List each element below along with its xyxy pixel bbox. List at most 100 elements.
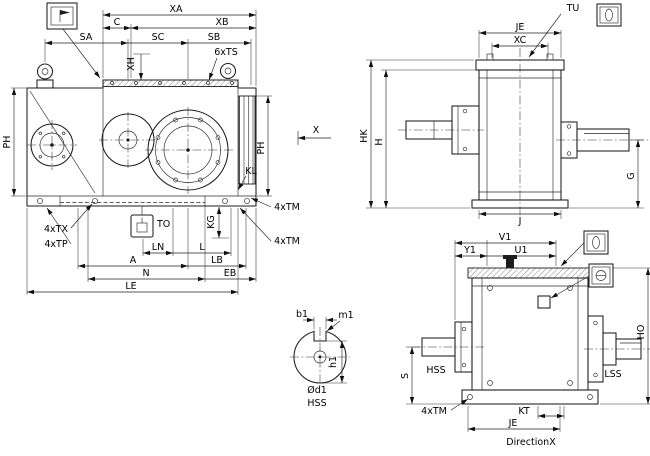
dim-lb: LB	[188, 255, 246, 269]
front-view-housing	[26, 62, 257, 238]
dim-label-kt: KT	[518, 406, 529, 417]
callout-kl: KL	[237, 166, 257, 191]
dim-label-m1: m1	[338, 310, 353, 321]
dim-label-ph-right: PH	[256, 142, 267, 155]
callout-4xtp: 4xTP	[44, 207, 72, 250]
dim-v1: V1	[455, 232, 556, 246]
callout-label-4xtx: 4xTX	[44, 224, 68, 235]
output-view-hss-shaft	[412, 321, 484, 373]
side-view-extension-lines	[366, 30, 644, 219]
dim-y1: Y1	[455, 245, 487, 259]
callout-label-4xtm-upper: 4xTM	[274, 202, 300, 213]
dim-le: LE	[27, 281, 238, 295]
dim-xc: XC	[492, 35, 548, 49]
callout-4xtx: 4xTX	[44, 203, 93, 235]
dim-label-d1: Ød1	[307, 385, 327, 396]
callout-label-4xtp: 4xTP	[44, 239, 67, 250]
dim-label-a: A	[130, 255, 137, 266]
dim-h: H	[374, 70, 389, 208]
dim-label-g: G	[626, 172, 637, 179]
dim-label-l: L	[199, 242, 205, 253]
shaft-end-detail: b1 m1 h1 Ød1 HSS	[290, 309, 354, 409]
top-flange-hatch	[102, 79, 239, 87]
dim-label-xc: XC	[514, 35, 527, 46]
dim-xb: XB	[131, 17, 256, 31]
dim-label-sb: SB	[208, 32, 221, 43]
front-view-extension-lines	[11, 10, 272, 295]
dim-s: S	[400, 347, 415, 404]
oil-sight-glass-symbol-box	[560, 230, 609, 267]
dim-label-sc: SC	[152, 32, 165, 43]
view-label-x: X	[313, 125, 320, 136]
dim-u1: U1	[487, 245, 556, 259]
dim-label-c: C	[114, 17, 121, 28]
shaft-label-hss: HSS	[426, 365, 445, 376]
dim-label-xa: XA	[169, 4, 183, 15]
foot-holes	[37, 198, 250, 204]
dim-label-j: J	[518, 216, 522, 227]
dim-j: J	[479, 211, 561, 227]
dim-label-y1: Y1	[463, 245, 476, 256]
housing-rib	[29, 90, 96, 194]
dim-label-lb: LB	[211, 255, 223, 266]
breather-symbol-box	[528, 3, 622, 58]
dim-label-kl: KL	[245, 166, 257, 177]
breather-stud	[503, 255, 517, 268]
callout-4xtm-output: 4xTM	[421, 398, 469, 417]
flag-symbol-box	[46, 2, 101, 79]
callout-label-4xtm-lower: 4xTM	[274, 236, 300, 247]
flange-holes-6xTS	[110, 81, 234, 85]
dim-label-u1: U1	[515, 245, 528, 256]
left-eyebolt	[36, 63, 54, 89]
callout-label-6xts: 6xTS	[214, 47, 238, 58]
breather-icon	[605, 8, 613, 22]
dim-label-le: LE	[125, 281, 136, 292]
side-input-shaft	[398, 105, 484, 155]
dim-label-h1: h1	[328, 356, 339, 368]
keyway	[313, 330, 327, 342]
shaft-label-lss: LSS	[604, 369, 621, 380]
dim-l: L	[173, 242, 231, 256]
right-eyebolt	[219, 62, 237, 80]
dim-label-sa: SA	[80, 32, 93, 43]
dim-label-hk: HK	[359, 129, 370, 143]
dim-ho: HO	[636, 268, 650, 404]
dim-eb: EB	[205, 268, 256, 282]
dim-label-v1: V1	[499, 232, 512, 243]
dim-label-ho: HO	[636, 325, 647, 340]
dim-sc: SC	[128, 32, 188, 46]
view-direction-x: X	[297, 125, 331, 145]
output-view-housing	[412, 255, 650, 405]
view-label-direction-x: DirectionX	[506, 437, 556, 448]
dim-sa: SA	[45, 32, 128, 46]
cooling-fins	[238, 95, 256, 185]
side-output-shaft	[556, 121, 650, 159]
dim-hk: HK	[359, 60, 374, 208]
dim-label-eb: EB	[224, 268, 237, 279]
plug-label-to: TO	[156, 219, 170, 230]
dim-label-je-output: JE	[508, 418, 518, 429]
dim-label-kg: KG	[206, 215, 217, 229]
drain-plug-symbol-box	[550, 263, 614, 299]
dim-sb: SB	[188, 32, 251, 46]
dim-g: G	[626, 140, 641, 208]
dim-label-xh: XH	[126, 57, 137, 71]
callout-label-tu: TU	[566, 3, 580, 14]
callout-4xtm-lower: 4xTM	[239, 207, 300, 247]
drain-plug-icon	[595, 270, 607, 281]
dim-c: C	[103, 17, 131, 31]
intermediate-bore	[99, 112, 157, 168]
dim-n: N	[88, 268, 205, 282]
callout-4xtm-upper: 4xTM	[250, 197, 300, 213]
dim-xa: XA	[103, 4, 256, 18]
dim-label-s: S	[400, 373, 411, 379]
dim-ln: LN	[143, 242, 173, 256]
dim-ph-right: PH	[256, 96, 271, 196]
input-shaft-bore	[27, 120, 77, 170]
plug-boss	[537, 295, 551, 309]
dim-je-side: JE	[479, 22, 561, 36]
dim-a: A	[78, 255, 188, 269]
flag-icon	[59, 10, 70, 22]
drain-plug-icon	[130, 206, 154, 238]
